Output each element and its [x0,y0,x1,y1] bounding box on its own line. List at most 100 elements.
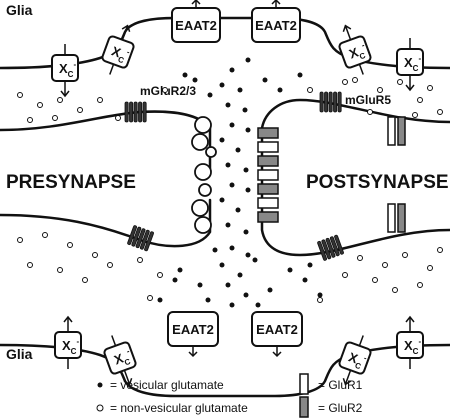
vesicular-glutamate-dot [219,137,225,143]
vesicular-glutamate-dot [267,287,273,293]
xc-label: XC- [346,348,369,372]
presynapse-label: PRESYNAPSE [6,172,136,193]
glur2-receptor [257,127,279,139]
non-vesicular-glutamate-dot [92,252,98,258]
vesicular-glutamate-dot [212,247,218,253]
vesicle [194,116,212,134]
non-vesicular-glutamate-dot [427,265,433,271]
mglur23-label: mGluR2/3 [140,84,196,98]
non-vesicular-glutamate-dot [377,87,383,93]
mglur-segment [127,225,138,246]
non-vesicular-glutamate-dot [107,262,113,268]
non-vesicular-glutamate-dot [382,262,388,268]
non-vesicular-glutamate-dot [437,247,443,253]
eaat2-label: EAAT2 [255,18,297,33]
mglur-segment [329,236,340,257]
mglur-segment [142,101,147,123]
non-vesicular-glutamate-dot [42,232,48,238]
non-vesicular-glutamate-dot [137,257,143,263]
mglur-segment [334,234,344,255]
vesicular-glutamate-dot [172,277,178,283]
non-vesicular-glutamate-dot [342,272,348,278]
glur2-receptor [257,211,279,223]
eaat2-transporter-bottom-left: EAAT2 [167,311,219,358]
vesicular-glutamate-dot [229,182,235,188]
vesicular-glutamate-dot [317,292,323,298]
non-vesicular-glutamate-dot [417,282,423,288]
mglur-segment [325,237,336,258]
mglur-segment [328,91,333,113]
mglur-segment [138,101,143,123]
vesicle [194,216,212,234]
mglur-segment [129,101,134,123]
non-vesicular-glutamate-dot [82,277,88,283]
vesicular-glutamate-dot [177,267,183,273]
vesicular-glutamate-dot [182,72,188,78]
legend-vesicular-swatch [97,382,103,388]
vesicular-glutamate-dot [255,302,261,308]
mglur-segment [324,91,329,113]
xc-antiporter: XC- [338,24,372,75]
xc-label: XC- [404,337,421,356]
vesicular-glutamate-dot [229,245,235,251]
glur1-receptor [387,116,396,146]
xc-label: XC- [59,60,76,79]
xc-antiporter: XC- [54,315,82,369]
mglur-segment [135,228,146,249]
vesicular-glutamate-dot [237,87,243,93]
glia-top-label: Glia [6,2,33,18]
glur1-receptor [257,197,279,209]
non-vesicular-glutamate-dot [162,87,168,93]
non-vesicular-glutamate-dot [437,109,443,115]
vesicular-glutamate-dot [192,77,198,83]
legend-glur1-swatch [299,373,309,395]
non-vesicular-glutamate-dot [392,287,398,293]
vesicular-glutamate-dot [302,277,308,283]
legend-glur2-swatch [299,396,309,418]
eaat2-label: EAAT2 [175,18,217,33]
vesicular-glutamate-dot [235,147,241,153]
mglur-segment [133,101,138,123]
glur2-receptor [397,203,406,233]
non-vesicular-glutamate-dot [372,277,378,283]
glur2-receptor [397,116,406,146]
legend-non-vesicular-swatch [96,404,104,412]
legend-non-vesicular-label: = non-vesicular glutamate [110,401,248,415]
vesicular-glutamate-dot [219,197,225,203]
xc-label: XC- [62,337,79,356]
non-vesicular-glutamate-dot [402,252,408,258]
legend-vesicular-label: = vesicular glutamate [110,378,224,392]
vesicular-glutamate-dot [219,262,225,268]
vesicle [205,146,217,158]
vesicular-glutamate-dot [242,107,248,113]
vesicular-glutamate-dot [297,72,303,78]
xc-antiporter: XC- [338,335,372,386]
vesicular-glutamate-dot [262,77,268,83]
non-vesicular-glutamate-dot [17,237,23,243]
glur1-receptor [257,141,279,153]
vesicular-glutamate-dot [205,297,211,303]
non-vesicular-glutamate-dot [317,297,323,303]
non-vesicular-glutamate-dot [427,85,433,91]
extrasynaptic-glur-top [387,116,406,146]
presynapse-bottom-membrane [0,198,212,248]
vesicular-glutamate-dot [229,122,235,128]
vesicular-glutamate-dot [277,87,283,93]
non-vesicular-glutamate-dot [77,107,83,113]
mglur-segment [124,101,129,123]
vesicular-glutamate-dot [219,82,225,88]
vesicular-glutamate-dot [157,297,163,303]
mglur-segment [321,239,332,260]
mglur5-receptor-top [319,91,342,113]
vesicular-glutamate-dot [245,127,251,133]
non-vesicular-glutamate-dot [57,97,63,103]
vesicular-glutamate-dot [245,57,251,63]
non-vesicular-glutamate-dot [52,115,58,121]
vesicular-glutamate-dot [245,252,251,258]
vesicle [191,199,209,217]
eaat2-transporter-bottom-right: EAAT2 [251,311,303,358]
vesicle [191,133,209,151]
non-vesicular-glutamate-dot [412,112,418,118]
non-vesicular-glutamate-dot [57,267,63,273]
